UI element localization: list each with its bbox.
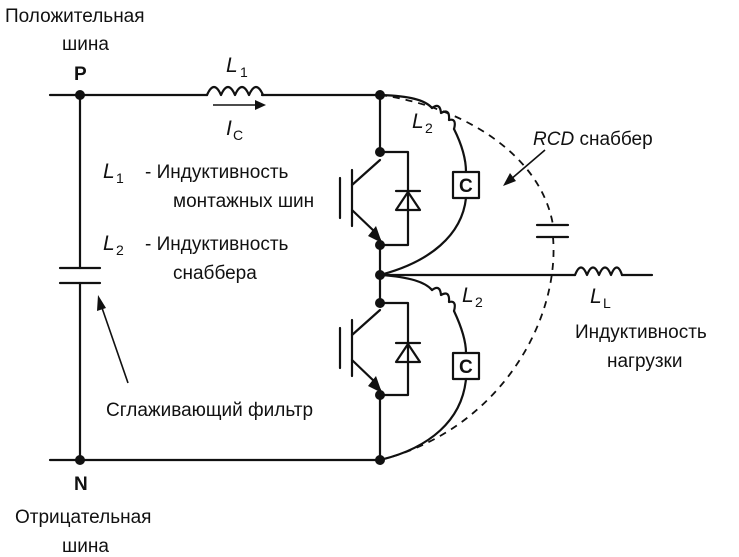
ic-subscript: C	[233, 127, 243, 143]
diode-upper	[378, 150, 422, 247]
node-n-label: N	[74, 474, 88, 495]
legend-l2-symbol: L	[103, 232, 115, 255]
inductor-load	[573, 266, 624, 277]
filter-label: Сглаживающий фильтр	[106, 400, 313, 421]
legend-l2-text-line2: снаббера	[173, 263, 257, 284]
load-label-line1: Индуктивность	[575, 322, 707, 343]
rcd-snubber-label: RCD снаббер	[533, 129, 653, 150]
node-p-label: P	[74, 64, 87, 85]
legend-l2-subscript: 2	[116, 242, 124, 258]
l2-bottom-symbol: L	[462, 284, 474, 307]
snubber-upper	[378, 93, 481, 277]
diode-lower	[378, 301, 422, 397]
igbt-upper	[338, 158, 382, 243]
snubber-capacitor-top-label: C	[459, 176, 473, 197]
junctions	[75, 90, 385, 465]
l2-top-symbol: L	[412, 110, 424, 133]
ic-symbol: I	[226, 117, 232, 140]
legend-l1-symbol: L	[103, 160, 115, 183]
igbt-lower	[338, 308, 382, 393]
rcd-snubber-path	[379, 94, 554, 226]
load-label-line2: нагрузки	[607, 351, 682, 372]
rcd-rest: снаббер	[574, 129, 653, 150]
legend-l1-text-line2: монтажных шин	[173, 191, 314, 212]
l2-top-subscript: 2	[425, 120, 433, 136]
legend-l1-subscript: 1	[116, 170, 124, 186]
l1-subscript: 1	[240, 64, 248, 80]
legend-l1-text-line1: - Индуктивность	[145, 162, 289, 183]
positive-bus-label-line1: Положительная	[5, 6, 145, 27]
l1-symbol: L	[226, 54, 238, 77]
filter-pointer-arrow	[97, 295, 129, 384]
snubber-capacitor-bottom-label: C	[459, 357, 473, 378]
positive-bus-label-line2: шина	[62, 34, 109, 55]
current-arrow	[213, 100, 266, 110]
l2-bottom-subscript: 2	[475, 294, 483, 310]
ll-symbol: L	[590, 285, 602, 308]
ll-subscript: L	[603, 295, 611, 311]
legend-l2-text-line1: - Индуктивность	[145, 234, 289, 255]
wiring	[48, 93, 654, 462]
inductor-l1	[205, 85, 265, 97]
negative-bus-label-line1: Отрицательная	[15, 507, 151, 528]
negative-bus-label-line2: шина	[62, 536, 109, 557]
rcd-italic: RCD	[533, 129, 574, 150]
rcd-pointer-arrow	[503, 149, 546, 186]
